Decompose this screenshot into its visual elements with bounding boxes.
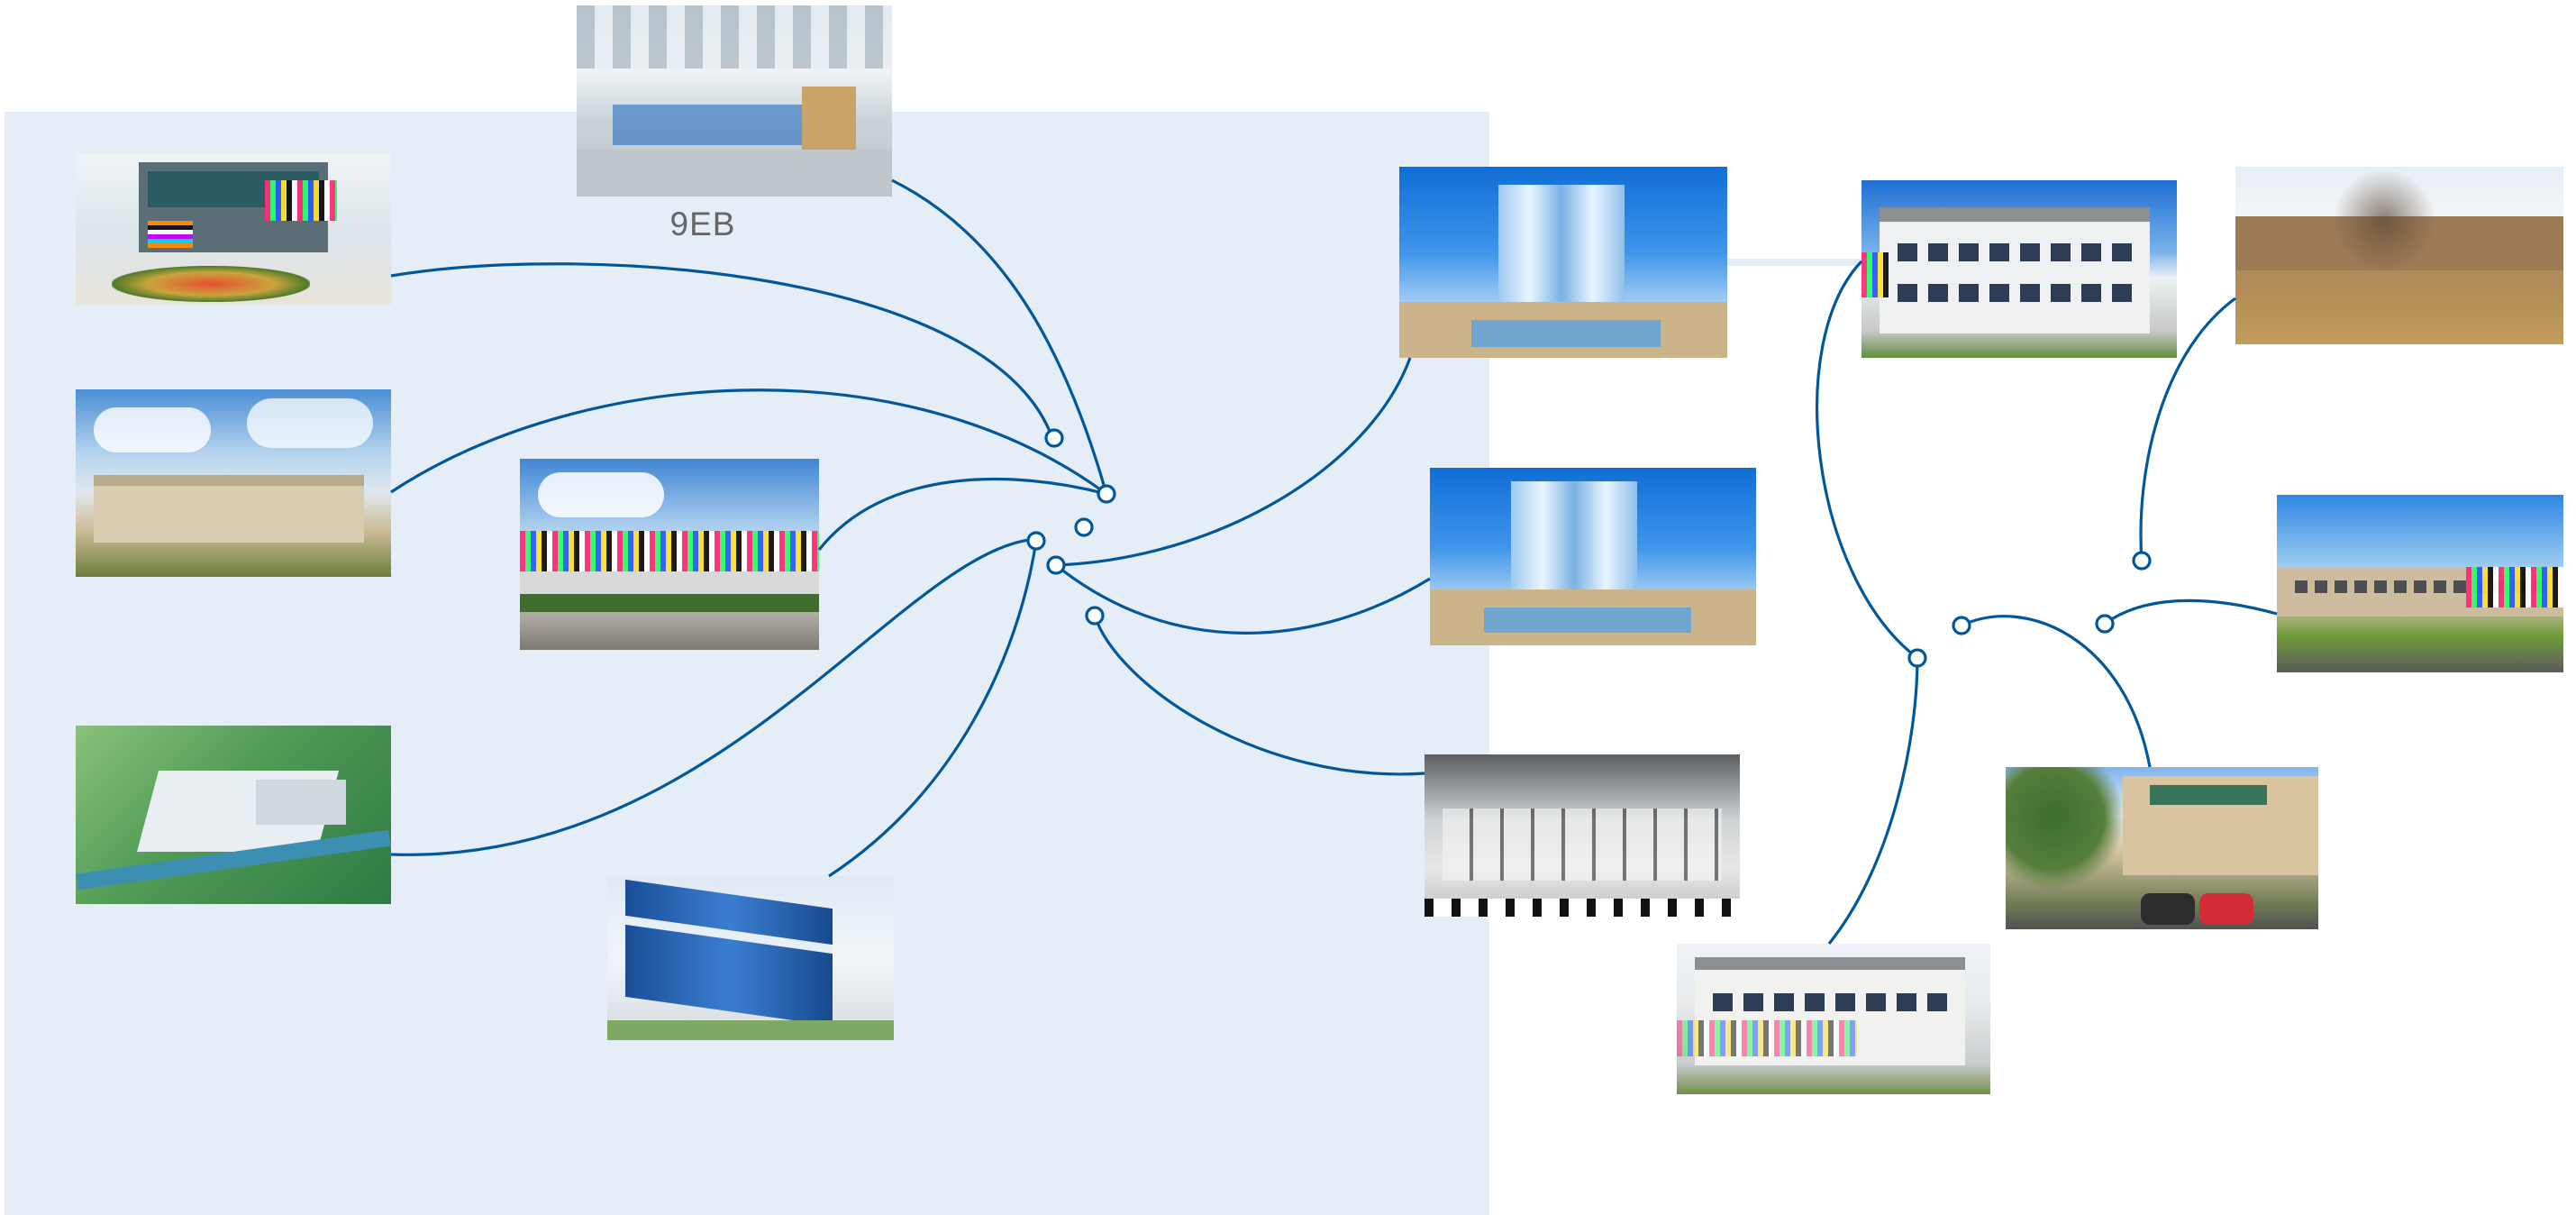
node-dot <box>2132 551 2152 571</box>
node-dot <box>1097 484 1116 504</box>
factory-floor-photo <box>577 5 892 196</box>
node-dot <box>1026 531 1046 551</box>
factory-front-photo <box>520 459 819 650</box>
link-office-building-2 <box>1827 657 1919 946</box>
office-building-photo-1 <box>1861 180 2177 358</box>
link-factory-floor <box>891 178 1108 495</box>
node-dot <box>1085 606 1105 626</box>
node-dot <box>1044 428 1064 448</box>
link-tower-1 <box>1055 357 1412 567</box>
link-industrial-park <box>390 388 1107 496</box>
link-storefront <box>1961 615 2152 768</box>
node-dot <box>2095 614 2115 634</box>
campus-entrance-photo <box>76 153 391 305</box>
link-campus-entrance <box>390 262 1054 439</box>
node-dot <box>1074 517 1094 537</box>
link-brick-building <box>2139 297 2236 562</box>
node-dot <box>1907 648 1927 668</box>
link-blue-glass <box>828 540 1038 878</box>
blue-glass-building-photo <box>607 876 894 1040</box>
aerial-plant-photo <box>76 726 391 904</box>
link-civic-building <box>2104 598 2278 626</box>
node-dot <box>1046 555 1066 575</box>
node-dot <box>1952 616 1971 635</box>
link-office-interior <box>1093 615 1425 776</box>
tower-photo-1 <box>1399 167 1727 358</box>
brick-building-photo <box>2235 167 2563 344</box>
region-connector-bar <box>1726 259 1861 266</box>
link-tower-2 <box>1054 563 1431 635</box>
civic-building-photo <box>2277 495 2563 672</box>
industrial-park-photo <box>76 389 391 577</box>
tower-photo-2 <box>1430 468 1756 645</box>
link-aerial-plant <box>390 537 1037 856</box>
office-building-photo-2 <box>1677 944 1990 1094</box>
caption-label: 9EB <box>669 206 736 242</box>
link-office-building-1 <box>1816 260 1918 660</box>
link-factory-front <box>817 477 1107 551</box>
office-interior-photo <box>1425 754 1740 917</box>
storefront-photo <box>2006 767 2318 929</box>
